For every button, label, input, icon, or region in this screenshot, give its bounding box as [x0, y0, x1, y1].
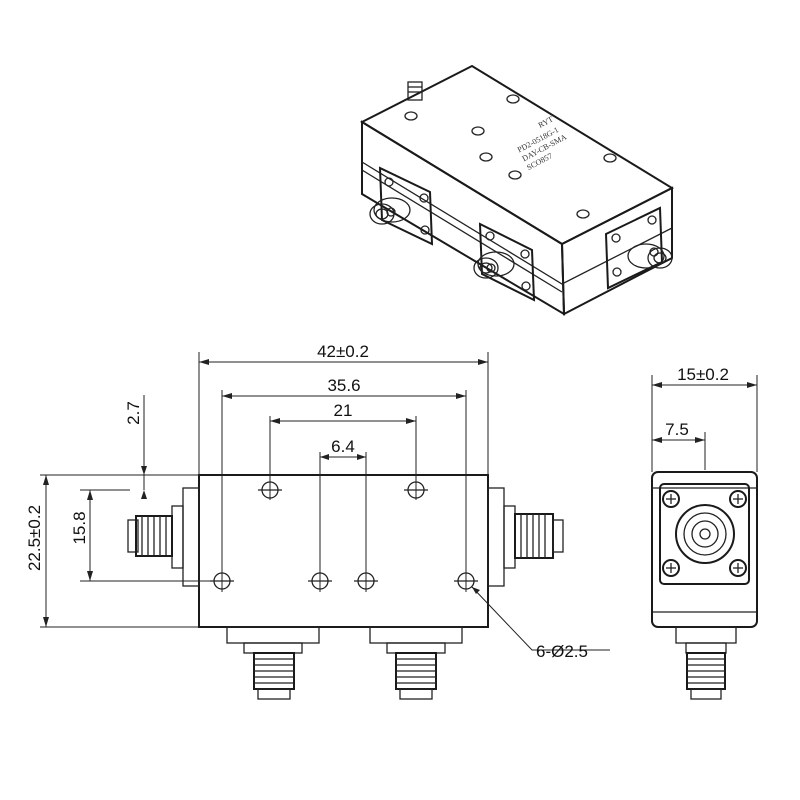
- dim-top-edge-offset: 2.7: [124, 395, 147, 499]
- flange-screw: [662, 490, 680, 508]
- hole-row-spacing-label: 15.8: [70, 511, 89, 544]
- dim-connector-offset: 7.5: [652, 420, 705, 443]
- side-bottom-connector: [675, 626, 737, 700]
- hole-callout: 6-Ø2.5: [471, 586, 610, 661]
- dim-center-hole-spacing: 6.4: [320, 437, 366, 460]
- flange-screw: [662, 559, 680, 577]
- hole-callout-label: 6-Ø2.5: [536, 642, 588, 661]
- outer-hole-spacing-label: 35.6: [327, 376, 360, 395]
- center-hole-spacing-label: 6.4: [331, 437, 355, 456]
- front-body: [198, 474, 489, 628]
- dim-overall-length: 42±0.2: [199, 342, 488, 365]
- iso-connector-left: [369, 166, 434, 246]
- top-hole-spacing-label: 21: [334, 401, 353, 420]
- dim-top-hole-spacing: 21: [270, 401, 416, 424]
- side-connector-flange: [659, 483, 750, 585]
- dim-overall-height: 22.5±0.2: [25, 475, 49, 627]
- extension-lines: [40, 352, 489, 628]
- left-sma-connector: [127, 487, 200, 587]
- front-view: 42±0.2 35.6 21 6.4 2.: [25, 342, 610, 700]
- overall-width-label: 15±0.2: [677, 365, 729, 384]
- bottom-sma-connector-left: [226, 626, 320, 700]
- connector-offset-label: 7.5: [665, 420, 689, 439]
- iso-mount-hole: [404, 94, 617, 219]
- overall-length-label: 42±0.2: [317, 342, 369, 361]
- side-view: 15±0.2 7.5: [651, 365, 758, 700]
- isometric-view: RYT PD2-0518G-1 DAY-CB-SMA SCO857: [359, 64, 675, 316]
- dim-hole-row-spacing: 15.8: [70, 490, 93, 581]
- dim-overall-width: 15±0.2: [652, 365, 757, 388]
- flange-screw: [729, 559, 747, 577]
- iso-connector-middle: [473, 222, 536, 302]
- iso-connector-back: [407, 81, 423, 101]
- dim-outer-hole-spacing: 35.6: [222, 376, 466, 399]
- overall-height-label: 22.5±0.2: [25, 505, 44, 571]
- right-sma-connector: [487, 487, 564, 587]
- iso-connector-right: [604, 206, 673, 290]
- flange-screw: [729, 490, 747, 508]
- bottom-sma-connector-right: [369, 626, 463, 700]
- top-edge-offset-label: 2.7: [124, 401, 143, 425]
- side-body: [651, 471, 758, 628]
